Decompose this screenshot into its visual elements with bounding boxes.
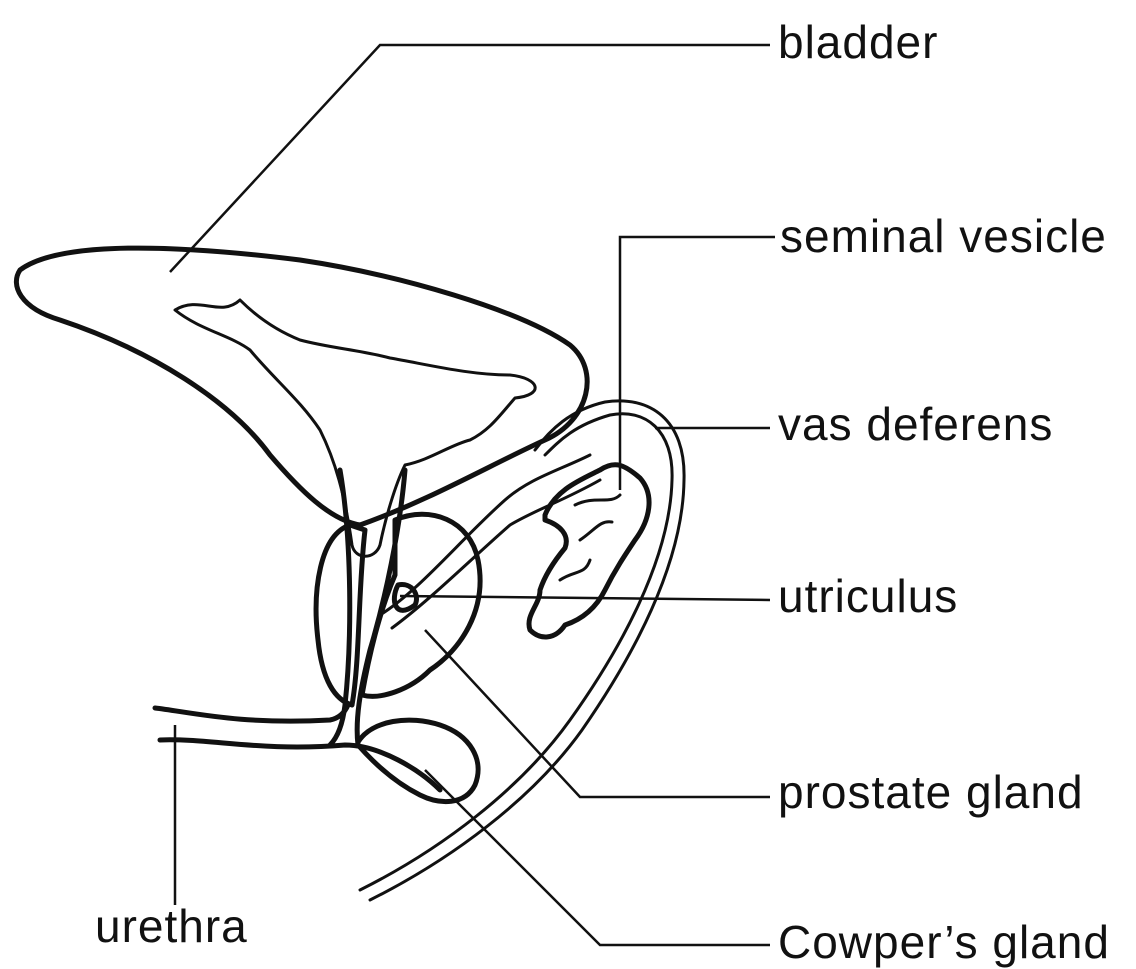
label-seminal-vesicle: seminal vesicle — [780, 210, 1107, 262]
prostate-left-lobe — [316, 525, 365, 705]
vas-deferens-outer — [360, 414, 672, 890]
seminal-vesicle-shape — [529, 465, 649, 637]
label-prostate-gland: prostate gland — [778, 766, 1084, 818]
label-utriculus: utriculus — [778, 570, 958, 622]
label-cowpers-gland: Cowper’s gland — [778, 916, 1110, 968]
label-bladder: bladder — [778, 16, 938, 68]
ejaculatory-duct-2 — [392, 480, 600, 628]
label-vas-deferens: vas deferens — [778, 398, 1053, 450]
urethra-upper — [155, 705, 348, 721]
leader-seminal-vesicle — [620, 237, 775, 490]
bladder-shape — [16, 248, 587, 525]
cowpers-gland-shape — [358, 720, 478, 801]
leader-utriculus — [400, 596, 770, 600]
bladder-lumen — [175, 300, 535, 556]
label-urethra: urethra — [95, 900, 248, 952]
seminal-vesicle-fold — [560, 495, 620, 580]
